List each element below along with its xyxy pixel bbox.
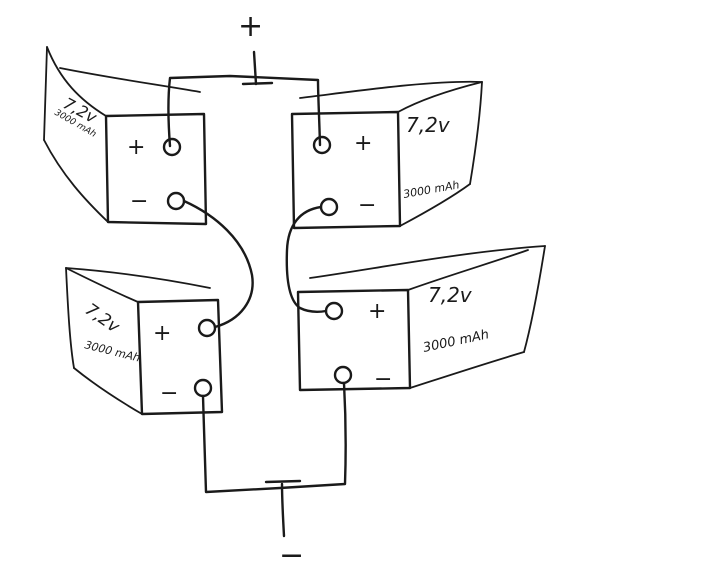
battery-bottom-left-positive-terminal <box>197 318 217 338</box>
battery-top-left-negative-terminal <box>166 191 186 211</box>
battery-bottom-left: + − 7,2v 3000 mAh <box>65 267 224 416</box>
main-negative-label: − <box>279 538 304 573</box>
battery-top-right-plus-sign: + <box>354 131 372 156</box>
main-positive-label: + <box>238 9 263 44</box>
battery-bottom-left-capacity: 3000 mAh <box>83 338 141 364</box>
battery-bottom-left-negative-terminal <box>193 378 213 398</box>
battery-top-left: + − 7,2v 3000 mAh <box>43 46 208 226</box>
wire-top-right-neg-to-bottom-right-pos <box>285 205 328 314</box>
battery-bottom-right-negative-terminal <box>333 365 353 385</box>
battery-bottom-right-minus-sign: − <box>374 367 392 392</box>
positive-bus-wire <box>167 74 322 148</box>
battery-top-left-positive-terminal <box>162 137 182 157</box>
battery-bottom-right-positive-terminal <box>324 301 344 321</box>
battery-top-right-minus-sign: − <box>358 193 376 218</box>
battery-bottom-right-capacity: 3000 mAh <box>422 327 491 356</box>
battery-bottom-right-voltage: 7,2v <box>428 283 473 307</box>
main-negative-terminal: − <box>264 479 304 573</box>
wire-top-left-neg-to-bottom-left-pos <box>182 199 254 329</box>
battery-bottom-right-plus-sign: + <box>368 299 386 324</box>
battery-bottom-left-plus-sign: + <box>153 321 171 346</box>
battery-top-right-voltage: 7,2v <box>406 113 451 137</box>
battery-bottom-right: + − 7,2v 3000 mAh <box>296 245 546 392</box>
battery-bottom-left-minus-sign: − <box>160 381 178 406</box>
battery-top-left-plus-sign: + <box>127 135 145 160</box>
battery-top-right-positive-terminal <box>312 135 332 155</box>
main-positive-terminal: + <box>238 9 274 86</box>
battery-top-left-minus-sign: − <box>130 189 148 214</box>
battery-bottom-left-voltage: 7,2v <box>81 300 124 338</box>
negative-bus-wire <box>201 381 347 494</box>
battery-top-right-negative-terminal <box>319 197 339 217</box>
battery-top-right-capacity: 3000 mAh <box>402 178 460 201</box>
